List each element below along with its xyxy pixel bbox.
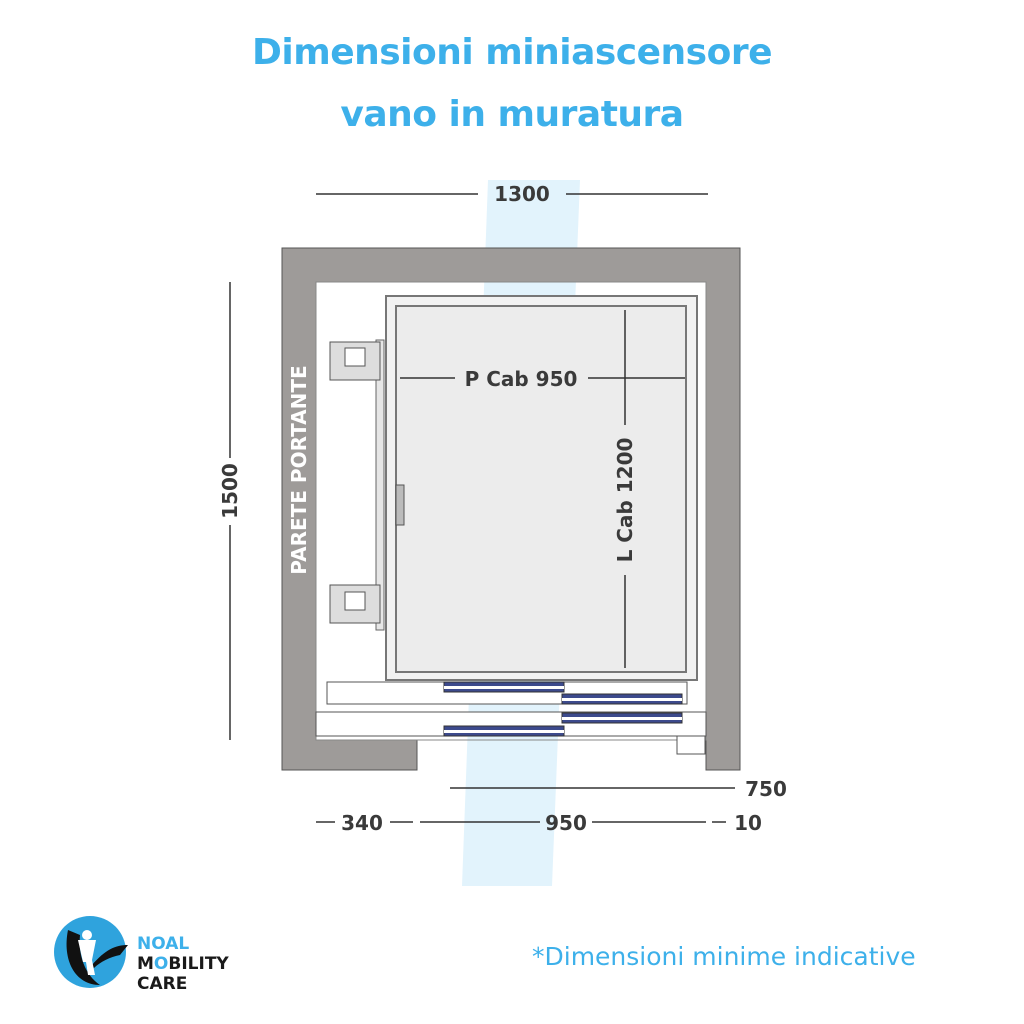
footnote: *Dimensioni minime indicative — [532, 942, 916, 971]
logo-line-3: CARE — [137, 974, 188, 994]
door-panel-2-highlight — [562, 698, 682, 701]
logo-line-2: MOBILITY — [137, 954, 229, 974]
cabin-inner — [395, 305, 687, 673]
top-bracket-detail — [344, 347, 366, 367]
dimension-lines — [229, 193, 735, 823]
cabin-depth-label: P Cab 950 — [465, 367, 578, 391]
bottom-left-label: 340 — [341, 811, 383, 835]
door-panel-4-highlight — [444, 730, 564, 733]
shaft-width-label: 1300 — [494, 182, 550, 206]
shaft-depth-label: 1500 — [218, 463, 242, 519]
logo-o: O — [153, 954, 169, 974]
door-foot — [676, 735, 706, 755]
guide-rail — [375, 339, 385, 631]
bottom-center-label: 950 — [545, 811, 587, 835]
door-panel-1-highlight — [444, 686, 564, 689]
bottom-bracket-detail — [344, 591, 366, 611]
door-panel-3-highlight — [562, 717, 682, 720]
title-line-1: Dimensioni miniascensore — [251, 32, 773, 73]
door-handle — [395, 484, 405, 526]
bottom-right-label: 10 — [734, 811, 762, 835]
logo-line-1: NOAL — [137, 934, 190, 954]
title-line-2: vano in muratura — [340, 94, 684, 135]
logo-text: NOAL MOBILITY CARE — [137, 934, 229, 994]
logo-rest: BILITY — [168, 954, 229, 974]
shaft-inner-line — [315, 281, 707, 741]
door-width-label: 750 — [745, 777, 787, 801]
cabin-width-label: L Cab 1200 — [613, 438, 637, 563]
wall-label: PARETE PORTANTE — [287, 365, 311, 574]
logo-m: M — [137, 954, 154, 974]
logo-icon — [54, 916, 128, 988]
